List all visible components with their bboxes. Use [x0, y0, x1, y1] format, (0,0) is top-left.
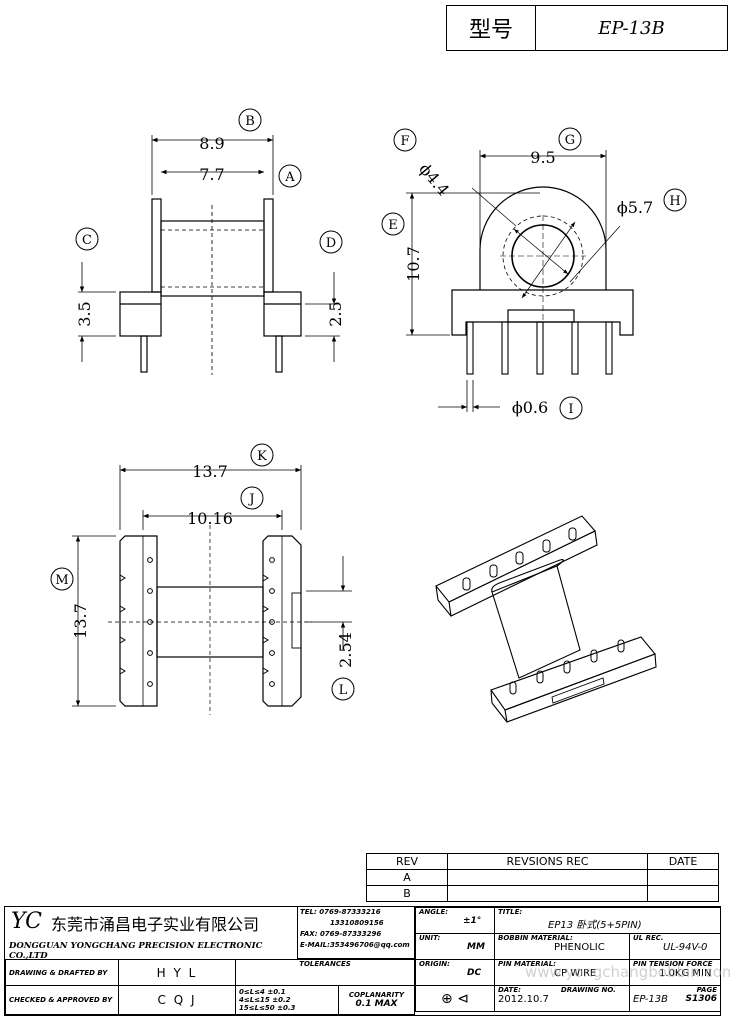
rev-row-a: A [366, 869, 448, 886]
company-name-cn: 东莞市涌昌电子实业有限公司 [51, 915, 260, 934]
dim-m: 13.7 [71, 603, 90, 639]
bobbin-label: BOBBIN MATERIAL: [498, 934, 573, 943]
top-view [108, 525, 312, 715]
dim-b: 8.9 [199, 134, 224, 153]
drawn-value: H Y L [118, 958, 236, 987]
tel2-value: 13310809156 [330, 919, 384, 927]
title-value: EP13 卧式(5+5PIN) [548, 920, 642, 931]
rev-row-a-desc [447, 869, 648, 886]
callout-f: F [400, 134, 409, 149]
callout-g: G [565, 133, 575, 148]
dim-a: 7.7 [199, 165, 224, 184]
callout-j: J [247, 492, 254, 507]
tol-row-3: 15≤L≤50 ±0.3 [239, 1004, 296, 1013]
rev-header: REV [366, 853, 448, 870]
checked-label: CHECKED & APPROVED BY [5, 985, 119, 1015]
callout-i: I [568, 402, 573, 417]
ul-value: UL-94V-0 [663, 942, 708, 953]
dim-d: 2.5 [326, 301, 345, 326]
callout-bubbles [50, 108, 687, 701]
dim-g: 9.5 [530, 148, 555, 167]
ul-label: UL REC. [633, 934, 664, 943]
dim-i: ϕ0.6 [512, 398, 548, 417]
side-view [451, 186, 634, 375]
date-value: 2012.10.7 [498, 994, 549, 1005]
drawn-label: DRAWING & DRAFTED BY [5, 958, 119, 987]
dim-h: ϕ5.7 [617, 198, 653, 217]
rev-row-b: B [366, 885, 448, 902]
fax-value: 0769-87333296 [319, 930, 382, 938]
email-label: E-MAIL: [300, 941, 330, 949]
rev-row-b-desc [447, 885, 648, 902]
fax-label: FAX: [300, 930, 318, 938]
dim-k: 13.7 [192, 462, 228, 481]
callout-l: L [339, 683, 348, 698]
callout-a: A [284, 170, 295, 185]
watermark: www.yongchangbobbin.com [525, 963, 730, 981]
origin-label: ORIGIN: [419, 960, 450, 969]
tolerances-label: TOLERANCES [235, 958, 415, 987]
callout-m: M [55, 573, 68, 588]
side-dimensions [406, 150, 607, 412]
tension-label: PIN TENSION FORCE [633, 960, 713, 969]
dim-f: ϕ4.4 [415, 159, 453, 199]
callout-d: D [326, 236, 336, 251]
date-label: DATE: [498, 986, 521, 995]
pin-label: PIN MATERIAL: [498, 960, 556, 969]
drawing-no-label: DRAWING NO. [560, 986, 616, 995]
date-header: DATE [647, 853, 719, 870]
unit-value: MM [467, 942, 485, 952]
rev-row-a-date [647, 869, 719, 886]
tel-label: TEL: [300, 908, 317, 916]
callout-c: C [82, 233, 92, 248]
coplanarity-label: COPLANARITY [348, 991, 405, 1000]
tol-row-2: 4≤L≤15 ±0.2 [239, 996, 291, 1005]
approval-grid: DRAWING & DRAFTED BY H Y L TOLERANCES CH… [5, 958, 415, 1015]
model-label: 型号 [446, 5, 536, 51]
front-dimensions [78, 135, 340, 362]
pin-value: CP WIRE [554, 968, 597, 979]
email-value: 353496706@qq.com [329, 941, 410, 949]
front-view [119, 198, 302, 375]
callout-letters: B A C D F G H E I K J M L [55, 114, 680, 698]
unit-label: UNIT: [419, 934, 441, 943]
tension-value: 1.0KG MIN [659, 968, 712, 979]
revisions-header: REVSIONS REC [447, 853, 648, 870]
origin-value: DC [467, 968, 482, 978]
callout-k: K [257, 449, 267, 464]
model-value: EP-13B [535, 5, 728, 51]
angle-label: ANGLE: [419, 908, 449, 917]
callout-h: H [669, 194, 680, 209]
dim-l: 2.54 [336, 632, 355, 668]
callout-e: E [388, 218, 398, 233]
page-label: PAGE [696, 986, 717, 995]
title-label: TITLE: [498, 908, 523, 917]
dim-j: 10.16 [187, 509, 233, 528]
contact-area: TEL: 0769-87333216 13310809156 FAX: 0769… [297, 907, 415, 959]
info-grid: ANGLE:±1° TITLE:EP13 卧式(5+5PIN) UNIT:MM … [415, 907, 721, 1012]
drawing-no-value: EP-13B [633, 994, 668, 1005]
angle-value: ±1° [463, 916, 482, 926]
checked-value: C Q J [118, 985, 236, 1015]
coplanarity-value: 0.1 MAX [355, 999, 398, 1010]
model-box: 型号 EP-13B [446, 5, 728, 51]
company-area: YC 东莞市涌昌电子实业有限公司 DONGGUAN YONGCHANG PREC… [5, 907, 298, 961]
dim-e: 10.7 [404, 246, 423, 282]
rev-row-b-date [647, 885, 719, 902]
top-dimensions [72, 465, 352, 707]
projection-symbol: ⊕ ⊲ [415, 985, 495, 1012]
callout-b: B [245, 114, 255, 129]
company-name-en: DONGGUAN YONGCHANG PRECISION ELECTRONIC … [9, 941, 263, 961]
tol-row-1: 0≤L≤4 ±0.1 [239, 988, 286, 997]
title-block: YC 东莞市涌昌电子实业有限公司 DONGGUAN YONGCHANG PREC… [4, 906, 730, 1016]
page-value: S1306 [685, 994, 717, 1004]
company-logo: YC [11, 909, 42, 934]
bobbin-value: PHENOLIC [554, 942, 605, 953]
dim-c: 3.5 [75, 301, 94, 326]
tel-value: 0769-87333216 [319, 908, 381, 916]
revision-table: REV REVSIONS REC DATE A B [366, 853, 719, 902]
isometric-view [435, 515, 657, 723]
